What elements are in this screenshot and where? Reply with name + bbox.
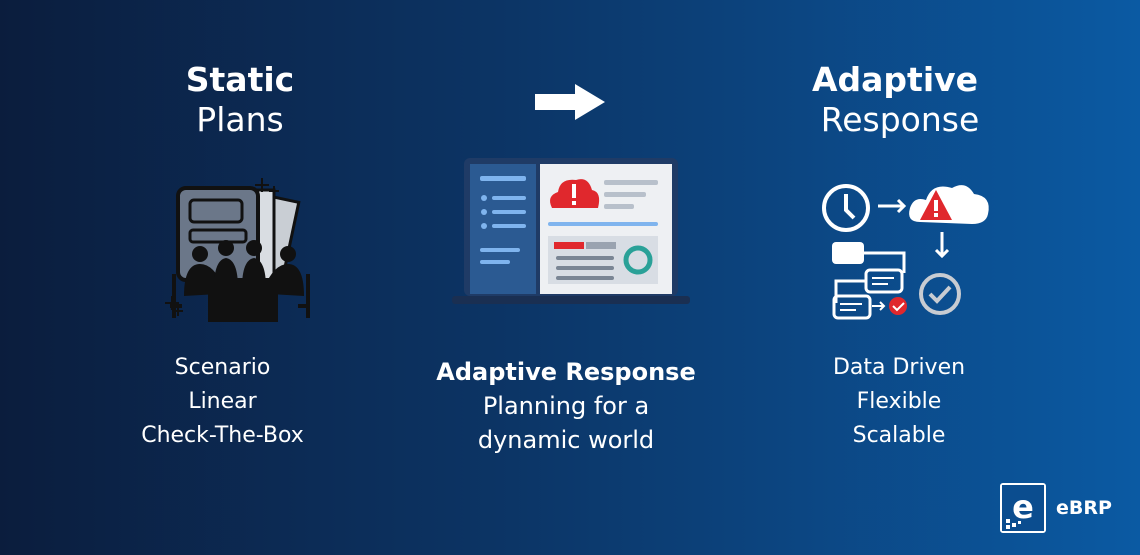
adaptive-response-caption: Adaptive Response Planning for a dynamic… (420, 355, 712, 457)
logo-mark-letter: e (1012, 488, 1034, 526)
ebrp-logo-mark: e (1000, 483, 1046, 533)
caption-line: Planning for a (482, 392, 650, 420)
static-item: Check-The-Box (141, 423, 304, 448)
adaptive-item: Scalable (852, 423, 946, 448)
adaptive-items-list: Data Driven Flexible Scalable (785, 351, 1013, 453)
workflow-icon (822, 184, 989, 320)
logo-e-icon: e (1002, 485, 1044, 531)
meeting-table-icon (165, 178, 310, 322)
adaptive-item: Data Driven (832, 355, 966, 380)
adaptive-title-strong: Adaptive (812, 60, 979, 99)
caption-strong: Adaptive Response (436, 358, 696, 386)
static-plans-title: Static Plans (140, 60, 340, 139)
static-item: Linear (188, 389, 257, 414)
ebrp-logo-text: eBRP (1056, 497, 1112, 519)
adaptive-title-light: Response (820, 99, 980, 139)
arrow-right-icon (535, 84, 605, 120)
laptop-dashboard-icon (452, 158, 690, 304)
static-items-list: Scenario Linear Check-The-Box (100, 351, 345, 453)
caption-line: dynamic world (477, 426, 655, 454)
adaptive-item: Flexible (856, 389, 942, 414)
static-title-light: Plans (196, 99, 284, 139)
static-item: Scenario (174, 355, 271, 380)
static-title-strong: Static (185, 60, 295, 99)
ebrp-logo: e eBRP (1000, 483, 1130, 535)
adaptive-response-title: Adaptive Response (790, 60, 1010, 139)
